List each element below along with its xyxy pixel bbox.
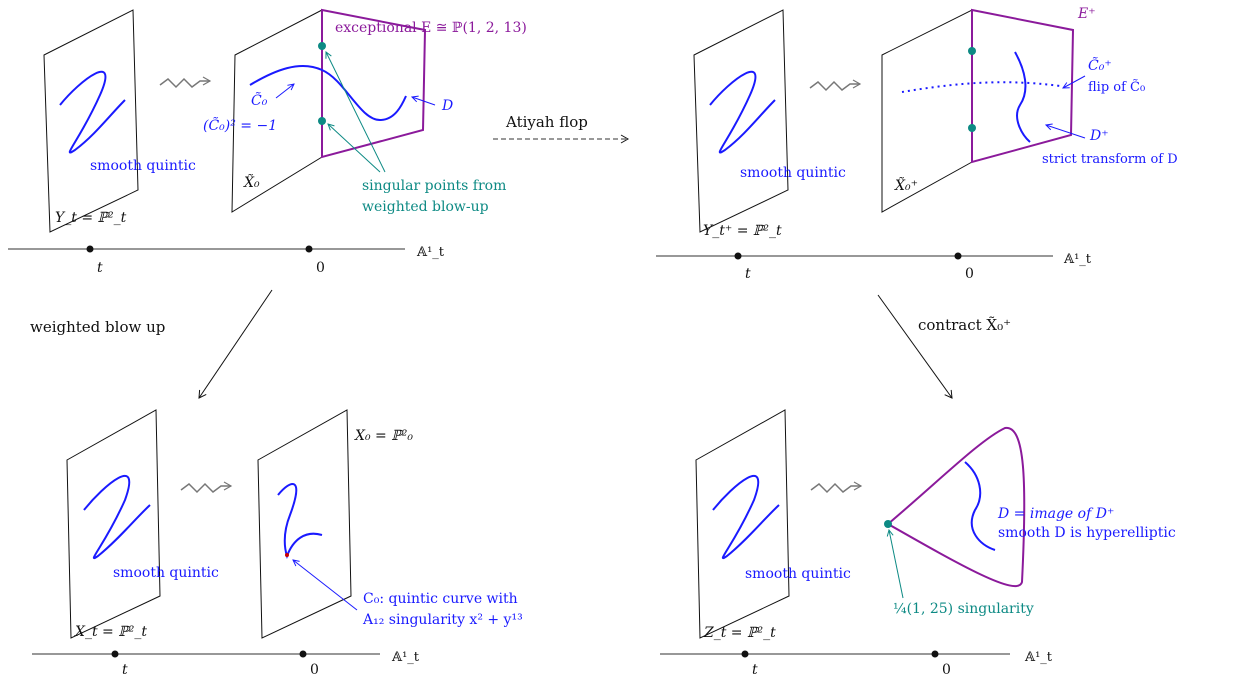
C0-tilde-label: C̃₀ (251, 91, 268, 109)
Dplus-arrow (1046, 125, 1086, 139)
strict-transform-label: strict transform of D (1042, 152, 1178, 167)
C0-plus-arrow (1063, 75, 1086, 88)
Yt-label: Y_t = ℙ²_t (55, 210, 127, 226)
singular-points-label-2: weighted blow-up (362, 199, 489, 215)
exceptional-divisor-Eplus (971, 8, 1075, 164)
panel-bottom-left: smooth quintic X_t = ℙ²_t X₀ = ℙ²₀ C₀: q… (32, 409, 523, 677)
atiyah-flop-label: Atiyah flop (505, 113, 588, 131)
Eplus-label: E⁺ (1077, 6, 1096, 22)
plane-Yt-plus (693, 9, 789, 233)
curve-D-image (964, 461, 996, 551)
curve-D (249, 65, 407, 122)
C0-desc-1: C₀: quintic curve with (363, 591, 518, 607)
contracted-surface (886, 426, 1026, 588)
axis-point-t-3 (111, 650, 119, 658)
X0-label: X₀ = ℙ²₀ (354, 428, 413, 444)
curve-Dplus (1014, 51, 1031, 143)
singular-points-label-1: singular points from (362, 178, 506, 194)
smooth-quintic-label: smooth quintic (90, 158, 196, 174)
weighted-blowup-label: weighted blow up (30, 318, 165, 336)
singular-arrow-2 (328, 124, 381, 173)
singular-arrow-1 (326, 52, 386, 173)
singular-point-top (318, 42, 326, 50)
plane-Xt (66, 409, 161, 639)
smooth-quintic-label-3: smooth quintic (113, 565, 219, 581)
axis-0-label-3: 0 (310, 662, 319, 677)
flip-label: flip of C̃₀ (1088, 79, 1145, 95)
axis-point-t (86, 245, 94, 253)
plane-Yt (43, 9, 139, 233)
axis-0-label: 0 (316, 260, 325, 276)
singular-point-bottom-2 (968, 124, 976, 132)
D-image-label: D = image of D⁺ (997, 506, 1114, 522)
axis-0-label-4: 0 (942, 662, 951, 677)
singularity-label: ¼(1, 25) singularity (893, 601, 1034, 617)
degeneration-squiggle-4 (810, 481, 863, 494)
weighted-blowup-arrow (198, 289, 273, 399)
D-arrow (412, 97, 436, 106)
D-label: D (441, 98, 453, 114)
smooth-quintic-label-4: smooth quintic (745, 566, 851, 582)
plane-Zt (695, 409, 790, 639)
plane-X0-bottom (257, 409, 352, 639)
axis-point-t-2 (734, 252, 742, 260)
D-hyperelliptic-label: smooth D is hyperelliptic (998, 525, 1176, 541)
axis-point-0-3 (299, 650, 307, 658)
X0-tilde-plus-label: X̃₀⁺ (894, 176, 918, 194)
contract-label: contract X̃₀⁺ (918, 316, 1011, 334)
degeneration-squiggle-3 (180, 481, 233, 494)
singular-point-bottom (318, 117, 326, 125)
panel-top-right: smooth quintic Y_t⁺ = ℙ²_t E⁺ C̃₀⁺ flip … (656, 6, 1178, 282)
C0-arrow (275, 84, 294, 99)
self-intersection-label: (C̃₀)² = −1 (203, 116, 277, 134)
exceptional-divisor-E (321, 8, 427, 159)
vertical-maps: weighted blow up contract X̃₀⁺ (30, 289, 1011, 399)
C0-desc-2: A₁₂ singularity x² + y¹³ (362, 612, 523, 628)
singular-point-top-2 (968, 47, 976, 55)
Yt-plus-label: Y_t⁺ = ℙ²_t (703, 223, 782, 239)
C0-plus-label: C̃₀⁺ (1088, 56, 1112, 74)
exceptional-E-label: exceptional E ≅ ℙ(1, 2, 13) (335, 20, 527, 36)
axis-A1-label-3: 𝔸¹_t (391, 650, 420, 665)
C0-pointer-arrow (293, 560, 358, 611)
smooth-quintic-curve (59, 71, 126, 154)
degeneration-squiggle-2 (809, 79, 862, 92)
smooth-quintic-curve-4 (712, 475, 780, 559)
quotient-singular-point (884, 520, 892, 528)
degeneration-squiggle (159, 76, 212, 89)
axis-t-label-2: t (745, 266, 751, 282)
singularity-arrow (889, 530, 904, 599)
smooth-quintic-label-2: smooth quintic (740, 165, 846, 181)
atiyah-flop: Atiyah flop (493, 113, 630, 144)
axis-point-0-4 (931, 650, 939, 658)
axis-t-label: t (97, 260, 103, 276)
axis-t-label-4: t (752, 662, 758, 677)
axis-point-0-2 (954, 252, 962, 260)
axis-A1-label-2: 𝔸¹_t (1063, 252, 1092, 267)
panel-bottom-right: smooth quintic Z_t = ℙ²_t D = image of D… (660, 409, 1176, 677)
panel-top-left: smooth quintic Y_t = ℙ²_t C̃₀ (C̃₀)² = −… (8, 8, 527, 276)
axis-A1-label-4: 𝔸¹_t (1024, 650, 1053, 665)
smooth-quintic-curve-2 (709, 71, 776, 154)
axis-A1-label: 𝔸¹_t (416, 245, 445, 260)
axis-0-label-2: 0 (965, 266, 974, 282)
Zt-label: Z_t = ℙ²_t (703, 625, 776, 641)
Xt-label: X_t = ℙ²_t (74, 624, 147, 640)
cuspidal-curve (277, 482, 323, 559)
axis-point-0 (305, 245, 313, 253)
smooth-quintic-curve-3 (83, 475, 151, 559)
flipped-curve-dotted (901, 81, 1061, 93)
A12-singular-point (285, 553, 289, 557)
contract-arrow (877, 294, 953, 399)
axis-t-label-3: t (122, 662, 128, 677)
axis-point-t-4 (741, 650, 749, 658)
X0-tilde-label: X̃₀ (243, 173, 260, 191)
Dplus-label: D⁺ (1089, 128, 1109, 144)
